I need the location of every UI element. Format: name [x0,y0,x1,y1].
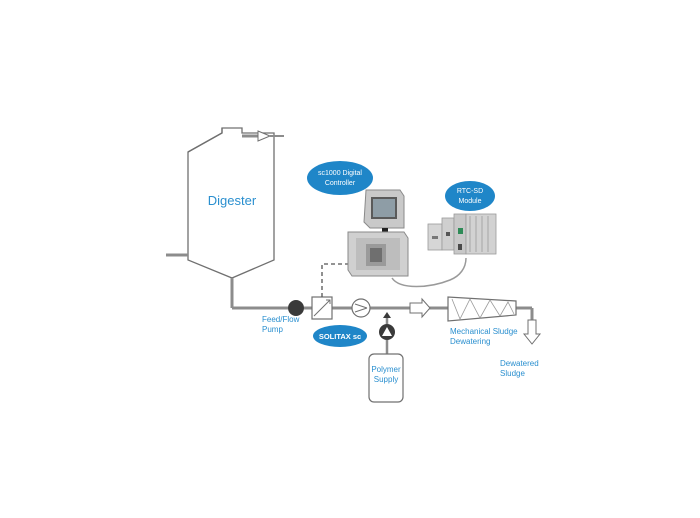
gas-outlet-arrow-icon [242,130,284,142]
rtc-badge-text-1: RTC-SD [457,188,483,195]
controller-badge-text-2: Controller [325,180,356,187]
feed-pump-icon [288,300,304,316]
digester-tank [166,127,275,279]
controller-badge-text-1: sc1000 Digital [318,170,362,177]
mechanical-sludge-dewatering-unit [447,296,517,322]
inline-mixer-icon [351,298,371,318]
controller-badge: sc1000 Digital Controller [307,161,373,195]
rtc-module-icon [427,213,497,255]
solitax-badge: SOLITAX sc [313,325,367,347]
controller-device-icon [347,189,409,277]
polymer-line [383,312,391,354]
controller-rtc-cable [391,257,467,288]
rtc-badge-text-2: Module [459,198,482,205]
polymer-supply-tank [368,353,404,403]
solitax-sensor-icon [311,296,333,320]
sensor-signal-line [321,263,348,297]
dewatered-sludge-label-2: Sludge [500,369,525,378]
main-pipe [230,278,534,320]
feed-pump-label-2: Pump [262,325,283,334]
polymer-label-1: Polymer [371,365,401,374]
polymer-pump-icon [379,324,395,340]
rtc-badge: RTC-SD Module [445,181,495,211]
solitax-badge-text: SOLITAX sc [319,332,361,341]
digester-label: Digester [208,193,257,208]
polymer-label-2: Supply [374,375,398,384]
flow-arrow-icon [409,297,431,319]
dewatered-sludge-label-1: Dewatered [500,359,539,368]
feed-pump-label-1: Feed/Flow [262,315,300,324]
output-arrow-icon [522,319,542,345]
mech-dewatering-label-1: Mechanical Sludge [450,327,518,336]
mech-dewatering-label-2: Dewatering [450,337,490,346]
